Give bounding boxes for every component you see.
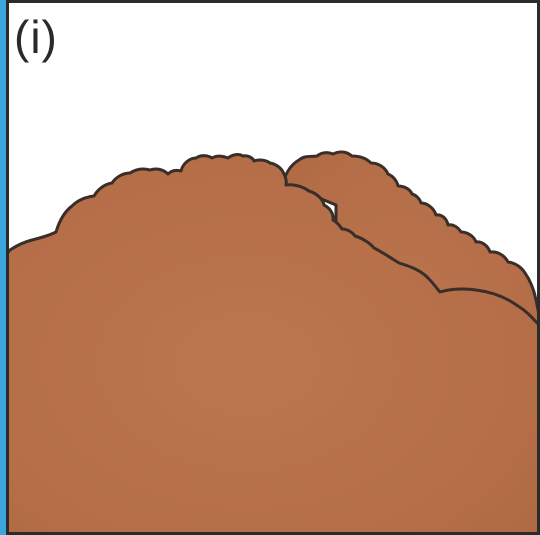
diagram-canvas <box>6 0 540 535</box>
diagram-panel: (i) <box>6 0 540 535</box>
panel-label: (i) <box>14 14 58 60</box>
